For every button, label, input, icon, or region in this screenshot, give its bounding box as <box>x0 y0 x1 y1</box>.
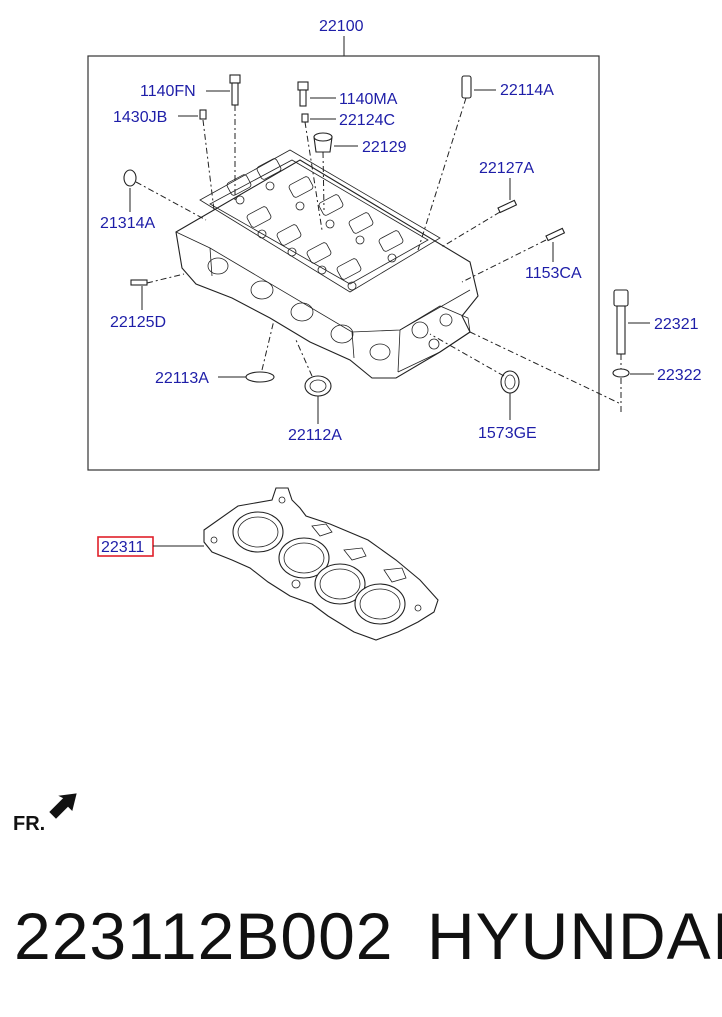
cap-22129-drawing <box>313 132 333 153</box>
bolt-1140MA-drawing <box>297 81 309 107</box>
pin-1430JB-drawing <box>199 109 207 120</box>
callout-1140MA[interactable]: 1140MA <box>339 91 398 108</box>
plug-1573GE-drawing <box>500 370 520 394</box>
callout-22322[interactable]: 22322 <box>657 367 702 384</box>
callout-22124C[interactable]: 22124C <box>339 112 395 129</box>
footer-part-number: 223112B002 <box>14 899 394 973</box>
callout-22114A[interactable]: 22114A <box>500 82 554 99</box>
assembly-frame <box>87 55 600 471</box>
stud-22125D-drawing <box>130 279 148 286</box>
washer-22322-drawing <box>612 368 630 378</box>
pin-22124C-drawing <box>301 113 309 123</box>
seal-22112A-drawing <box>304 375 332 397</box>
callout-1140FN[interactable]: 1140FN <box>140 83 196 100</box>
head-bolt-22321-drawing <box>613 289 629 355</box>
callout-1573GE[interactable]: 1573GE <box>478 425 537 442</box>
dowel-22114A-drawing <box>461 75 472 99</box>
seal-22113A-drawing <box>245 371 275 383</box>
front-arrow-icon <box>49 793 77 819</box>
callout-22113A[interactable]: 22113A <box>155 370 209 387</box>
bolt-1140FN-drawing <box>229 74 241 106</box>
callout-22311[interactable]: 22311 <box>101 539 144 556</box>
callout-22321[interactable]: 22321 <box>654 316 699 333</box>
callout-22125D[interactable]: 22125D <box>110 314 166 331</box>
stud-22127A-drawing <box>497 199 518 214</box>
callout-22112A[interactable]: 22112A <box>288 427 342 444</box>
callout-22129[interactable]: 22129 <box>362 139 407 156</box>
callout-1430JB[interactable]: 1430JB <box>113 109 167 126</box>
head-gasket-drawing <box>203 487 439 641</box>
stud-1153CA-drawing <box>545 227 566 242</box>
callout-22127A[interactable]: 22127A <box>479 160 534 177</box>
cylinder-head-drawing <box>175 149 479 379</box>
footer-brand: HYUNDAI <box>427 899 722 973</box>
front-marker-label: FR. <box>13 813 45 835</box>
callout-1153CA[interactable]: 1153CA <box>525 265 582 282</box>
plug-21314A-drawing <box>123 169 137 187</box>
callout-22100[interactable]: 22100 <box>319 18 364 35</box>
callout-21314A[interactable]: 21314A <box>100 215 155 232</box>
